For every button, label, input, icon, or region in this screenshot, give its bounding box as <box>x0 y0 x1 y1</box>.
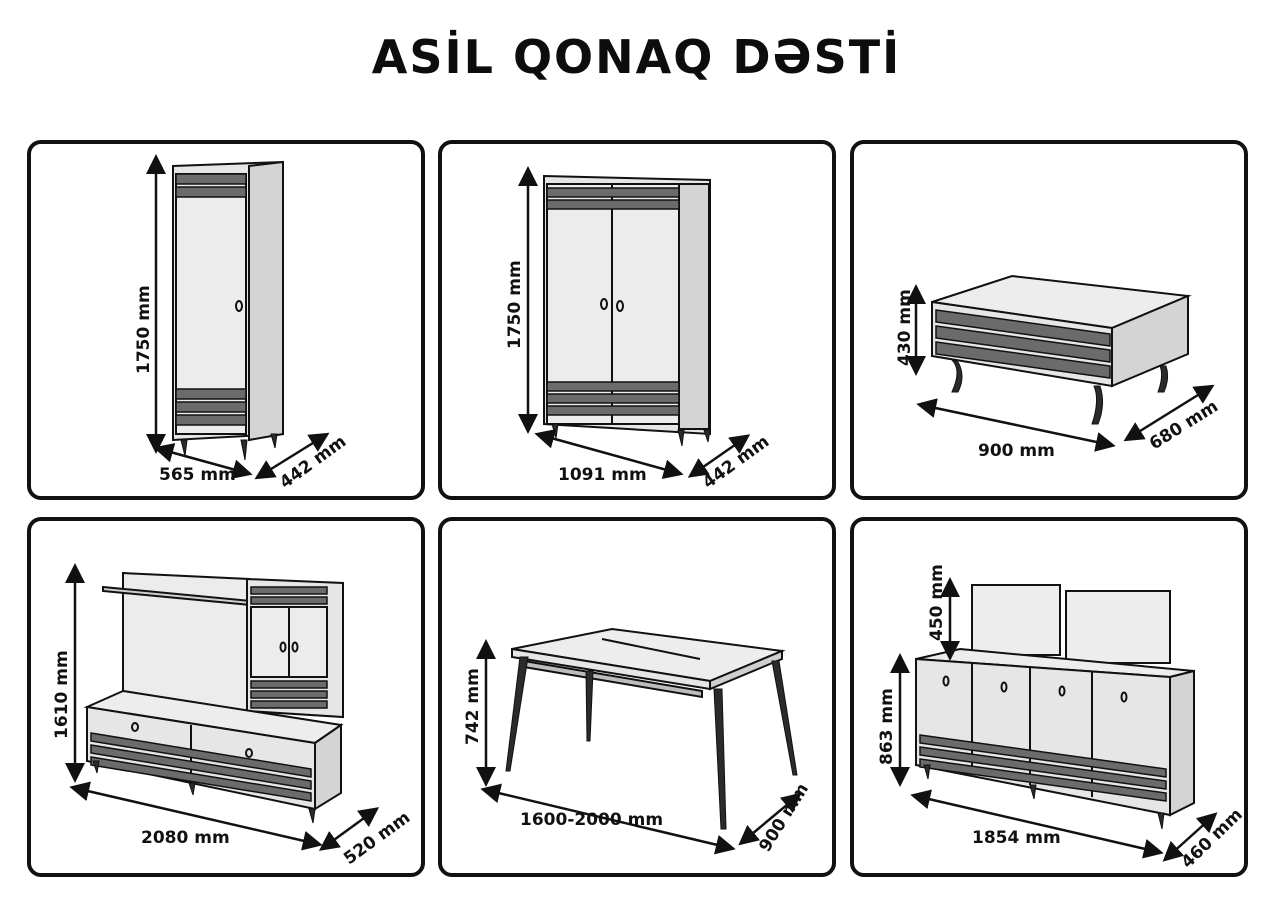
depth-label: 680 mm <box>1146 397 1222 455</box>
depth-label: 520 mm <box>340 808 414 869</box>
sideboard-body <box>915 584 1195 830</box>
card-sideboard-with-mirrors: 450 mm 863 mm 1854 mm 460 mm <box>850 517 1248 877</box>
height-label: 863 mm <box>877 688 897 765</box>
width-label: 1091 mm <box>558 465 647 485</box>
card-double-door-cabinet: 1750 mm 1091 mm 442 mm <box>438 140 836 500</box>
width-label: 2080 mm <box>141 828 230 848</box>
height-label: 430 mm <box>895 289 915 366</box>
single-door-cabinet-drawing: 1750 mm 565 mm 442 mm <box>134 154 350 493</box>
card-tv-unit: 1610 mm 2080 mm 520 mm <box>27 517 425 877</box>
width-label: 565 mm <box>159 465 236 485</box>
tv-unit-body <box>83 571 344 824</box>
height-label: 1750 mm <box>505 260 525 349</box>
card-dining-table: 742 mm 1600-2000 mm 900 mm <box>438 517 836 877</box>
coffee-table-body <box>931 274 1192 425</box>
height-label: 1750 mm <box>134 285 154 374</box>
double-door-cabinet-drawing: 1750 mm 1091 mm 442 mm <box>505 166 773 493</box>
width-label: 900 mm <box>978 441 1055 461</box>
depth-label: 442 mm <box>276 432 350 493</box>
cabinet-body <box>172 160 284 461</box>
page-title: ASİL QONAQ DƏSTİ <box>371 30 902 84</box>
coffee-table-drawing: 430 mm 900 mm 680 mm <box>895 274 1222 461</box>
dining-table-drawing: 742 mm 1600-2000 mm 900 mm <box>463 627 813 856</box>
width-label: 1600-2000 mm <box>520 810 663 830</box>
card-single-door-cabinet: 1750 mm 565 mm 442 mm <box>27 140 425 500</box>
sideboard-drawing: 450 mm 863 mm 1854 mm 460 mm <box>877 564 1244 872</box>
cabinet-body <box>543 174 711 447</box>
height-label: 742 mm <box>463 668 483 745</box>
width-label: 1854 mm <box>972 828 1061 848</box>
card-coffee-table: 430 mm 900 mm 680 mm <box>850 140 1248 500</box>
mirror-height-label: 450 mm <box>927 564 947 641</box>
depth-label: 900 mm <box>755 780 813 856</box>
height-label: 1610 mm <box>52 650 72 739</box>
tv-unit-drawing: 1610 mm 2080 mm 520 mm <box>52 563 414 869</box>
dining-table-body <box>505 627 798 830</box>
